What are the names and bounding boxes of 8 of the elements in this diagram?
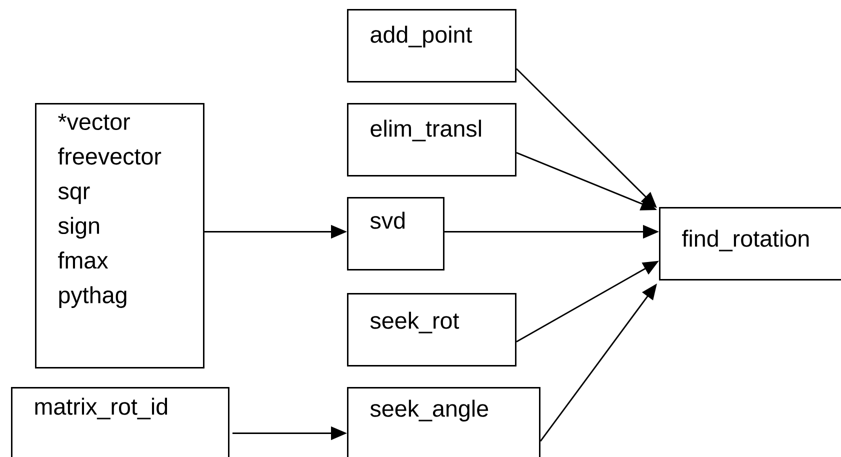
function-box: matrix_rot_id [11, 387, 230, 457]
function-box: elim_transl [347, 103, 516, 176]
function-box: find_rotation [659, 207, 841, 280]
function-box: seek_rot [347, 293, 516, 366]
function-box: *vector freevector sqr sign fmax pythag [35, 103, 204, 368]
function-box: seek_angle [347, 387, 540, 457]
function-box: svd [347, 197, 444, 270]
function-box: add_point [347, 9, 516, 82]
